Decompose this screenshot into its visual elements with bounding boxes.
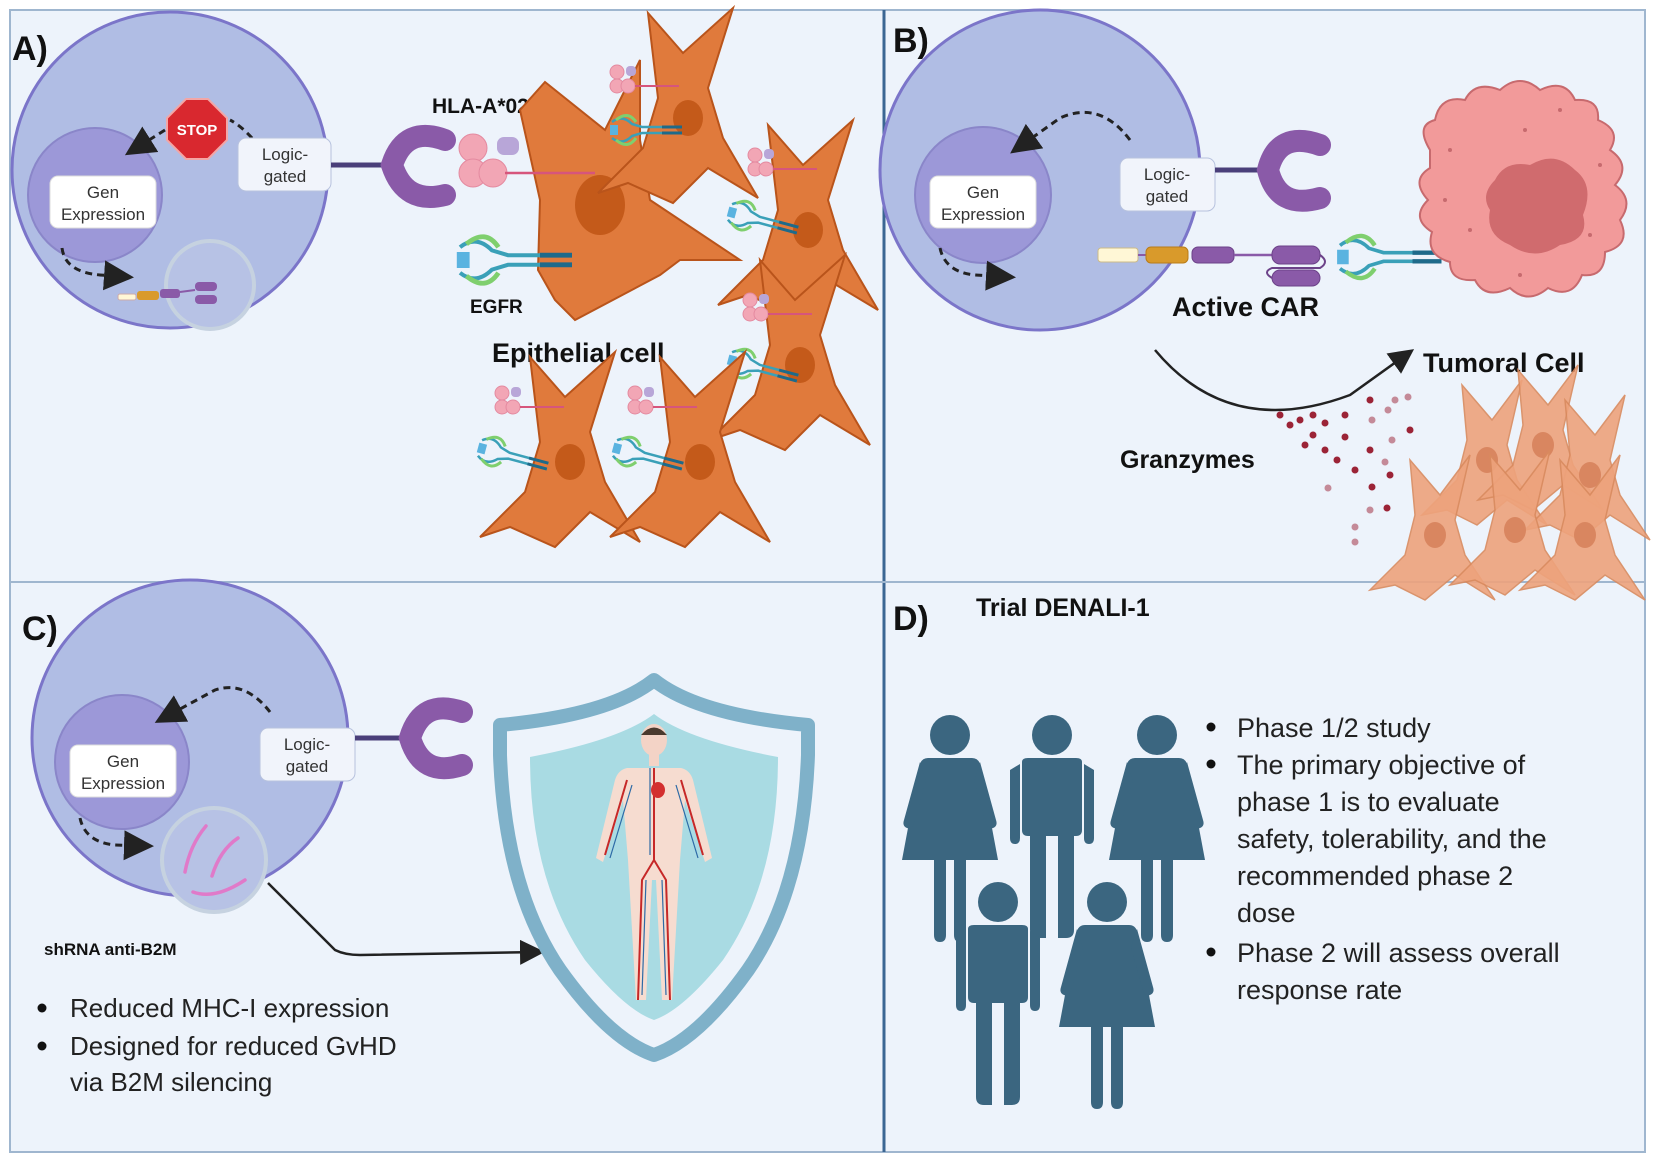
bullet-c-text-1: Reduced MHC-I expression [70, 993, 389, 1023]
logic-gate-label-b-line2: gated [1146, 187, 1189, 206]
tumor-cell-large [1418, 80, 1628, 298]
logic-gate-box-b [1119, 157, 1216, 212]
bullet-d-text-1: Phase 1/2 study [1237, 713, 1431, 743]
nucleus-label-box-a [49, 175, 157, 229]
nucleus-label-a-line2: Expression [61, 205, 145, 224]
nucleus-label-box-b [929, 175, 1037, 229]
dashed-arrow-gate-to-nucleus-c [154, 686, 272, 723]
hla-receptor-main [458, 133, 595, 188]
active-car-construct [1097, 245, 1326, 287]
bullet-d-3 [1206, 947, 1216, 957]
bullet-d-text-2-l5: dose [1237, 898, 1296, 928]
bullet-c-text-2-cont: via B2M silencing [70, 1067, 272, 1097]
dashed-arrow-nucleus-to-vesicle-a [60, 247, 134, 291]
nucleus-label-box-c [69, 744, 177, 798]
arrow-vesicle-to-shield [267, 882, 545, 965]
bullet-d-text-2-l3: safety, tolerability, and the [1237, 824, 1547, 854]
bullet-d-text-2-l2: phase 1 is to evaluate [1237, 787, 1500, 817]
bullet-d-2 [1206, 759, 1216, 769]
stop-sign-icon: STOP [166, 98, 228, 160]
trial-title: Trial DENALI-1 [976, 594, 1150, 622]
dashed-arrow-nucleus-out-b [938, 247, 1016, 291]
logic-gate-label-c-line1: Logic- [284, 735, 330, 754]
tumoral-cell-label: Tumoral Cell [1423, 348, 1585, 378]
panel-a-label: A) [12, 30, 48, 68]
bullet-d-text-3-l1: Phase 2 will assess overall [1237, 938, 1560, 968]
stop-sign-text: STOP [177, 122, 218, 139]
logic-gate-label-b-line1: Logic- [1144, 165, 1190, 184]
logic-gate-box-c [259, 727, 356, 782]
panel-d: D) Trial DENALI-1 Phase 1/2 study The pr… [893, 594, 1560, 1109]
panel-d-label: D) [893, 600, 929, 638]
bullet-d-text-3-l2: response rate [1237, 975, 1402, 1005]
bullet-d-text-2-l1: The primary objective of [1237, 750, 1526, 780]
panel-c-label: C) [22, 610, 58, 648]
nucleus-label-a-line1: Gen [87, 183, 119, 202]
human-circulatory-figure [596, 724, 712, 1001]
panel-c: C) Gen Expression Logic- gated shRNA ant… [22, 578, 815, 1097]
granzyme-particles [1276, 393, 1414, 546]
hla-label: HLA-A*02 [432, 95, 529, 118]
panel-a: A) Gen Expression STOP Logic- gated HLA-… [10, 7, 879, 548]
nucleus-label-c-line2: Expression [81, 774, 165, 793]
epithelial-cell-main [518, 59, 744, 322]
nucleus-label-b-line1: Gen [967, 183, 999, 202]
panel-b: B) Gen Expression Logic- gated Active CA… [878, 8, 1651, 601]
active-car-label: Active CAR [1172, 292, 1319, 322]
egfr-label: EGFR [470, 297, 523, 318]
curved-arrow-to-tumor [1154, 349, 1415, 412]
receptor-c-a [380, 125, 456, 208]
dashed-line-gate-to-stop [229, 118, 254, 140]
logic-gate-label-a-line2: gated [264, 167, 307, 186]
bullet-d-1 [1206, 722, 1216, 732]
nucleus-label-c-line1: Gen [107, 752, 139, 771]
granzymes-label: Granzymes [1120, 446, 1255, 474]
bullet-c-1 [37, 1003, 47, 1013]
logic-gate-label-c-line2: gated [286, 757, 329, 776]
receptor-c-c [398, 697, 473, 780]
dashed-arrow-nucleus-out-c [78, 817, 154, 861]
receptor-c-b [1256, 130, 1331, 212]
shrna-label: shRNA anti-B2M [44, 940, 177, 959]
logic-gate-label-a-line1: Logic- [262, 145, 308, 164]
panel-b-label: B) [893, 22, 929, 60]
dashed-arrow-stop-to-nucleus [124, 126, 166, 156]
bullet-c-text-2: Designed for reduced GvHD [70, 1031, 397, 1061]
epithelial-cell-label: Epithelial cell [492, 338, 665, 368]
bullet-c-2 [37, 1041, 47, 1051]
nucleus-label-b-line2: Expression [941, 205, 1025, 224]
shrna-vesicle [160, 806, 268, 914]
bullet-d-text-2-l4: recommended phase 2 [1237, 861, 1513, 891]
